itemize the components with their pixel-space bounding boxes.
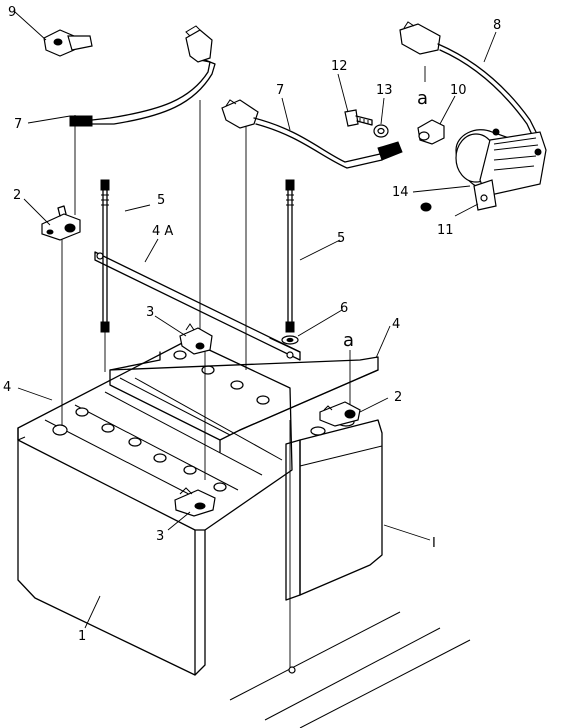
callout-1: 1 [78,629,86,644]
callout-5-upper: 5 [157,193,165,208]
callout-11: 11 [437,223,454,238]
callout-3-lower: 3 [156,529,164,544]
cable-7-middle [221,99,403,169]
callout-7-middle: 7 [276,83,284,98]
callout-5-right: 5 [337,231,345,246]
battery-front [17,339,293,676]
washer-6 [281,335,299,345]
callout-4-left: 4 [3,380,11,395]
bolt-12 [344,109,373,127]
callout-4-right: 4 [392,317,400,332]
callout-leaders [14,11,497,629]
terminal-clamp-3-lower [174,487,216,517]
rod-left [100,179,110,372]
washer-13 [373,124,389,138]
callout-13: 13 [376,83,393,98]
floor-lines [229,611,471,728]
callout-ref-a-mid: a [343,330,354,351]
callout-7-left: 7 [14,117,22,132]
callout-14: 14 [392,185,409,200]
cable-8 [399,21,546,153]
callout-12: 12 [331,59,348,74]
holder-bracket-4A [94,251,301,361]
battery-relay-11 [455,128,547,211]
cap-10 [417,119,445,145]
callout-6: 6 [340,301,348,316]
callout-2-left: 2 [13,188,21,203]
callout-I: I [432,536,436,551]
cable-7-upper [69,25,216,127]
callout-labels: 9 8 12 13 10 a 7 7 14 2 5 11 4 A 5 6 3 4… [3,5,501,644]
battery-rear [285,417,383,601]
center-leaders [61,100,351,674]
callout-2-right: 2 [394,390,402,405]
terminal-clamp-2-right [319,401,361,427]
rod-right [285,179,295,333]
terminal-clamp-3-upper [179,323,213,355]
cell-caps [52,350,270,492]
callout-4A: 4 A [152,224,173,239]
connector-9 [43,29,93,57]
callout-9: 9 [8,5,16,20]
battery-holder-bars [109,351,379,453]
callout-10: 10 [450,83,467,98]
callout-3-upper: 3 [146,305,154,320]
callout-ref-a-top: a [417,88,428,109]
terminal-clamp-2-left [41,205,81,241]
callout-8: 8 [493,18,501,33]
nut-14 [420,202,432,212]
